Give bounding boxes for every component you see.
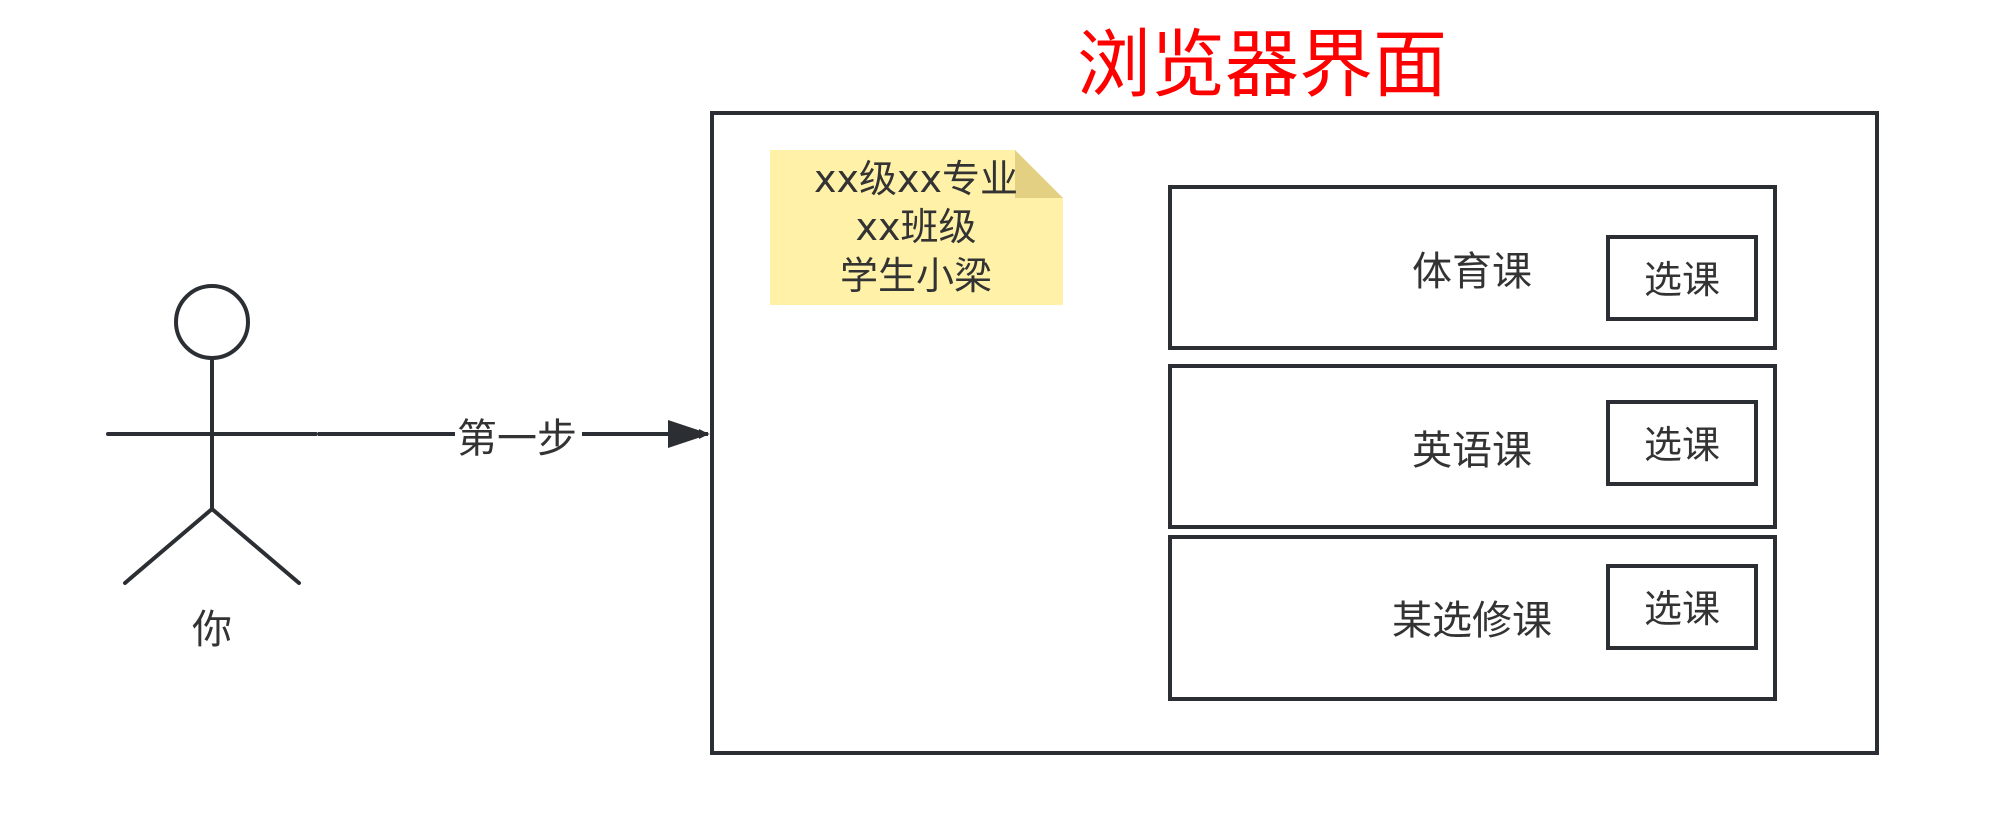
select-course-button[interactable]: 选课 (1606, 235, 1758, 321)
student-info-note: xx级xx专业 xx班级 学生小梁 (770, 150, 1063, 305)
edge-label: 第一步 (457, 416, 577, 462)
select-course-button-box[interactable] (1606, 564, 1758, 650)
select-course-button[interactable]: 选课 (1606, 400, 1758, 486)
note-fold (1015, 150, 1063, 198)
select-course-button-label: 选课 (1644, 587, 1720, 631)
note-shape (770, 150, 1063, 305)
edge-arrowhead (668, 420, 710, 448)
course-name: 英语课 (1412, 428, 1532, 474)
select-course-button-label: 选课 (1644, 258, 1720, 302)
actor-head (174, 284, 250, 360)
course-row-elective: 某选修课 选课 (1168, 535, 1777, 701)
select-course-button-box[interactable] (1606, 235, 1758, 321)
note-line-1: xx级xx专业 (814, 157, 1018, 201)
course-name: 体育课 (1412, 249, 1532, 295)
note-line-2: xx班级 (856, 205, 977, 249)
course-row-pe: 体育课 选课 (1168, 185, 1777, 350)
select-course-button-label: 选课 (1644, 423, 1720, 467)
note-line-3: 学生小梁 (840, 254, 992, 298)
course-row-english: 英语课 选课 (1168, 364, 1777, 529)
course-name: 某选修课 (1392, 598, 1552, 644)
actor-label: 你 (192, 607, 232, 653)
actor (106, 284, 318, 585)
actor-left-leg (123, 507, 214, 585)
page-title: 浏览器界面 (1077, 22, 1447, 108)
select-course-button-box[interactable] (1606, 400, 1758, 486)
select-course-button[interactable]: 选课 (1606, 564, 1758, 650)
actor-right-leg (210, 507, 301, 585)
